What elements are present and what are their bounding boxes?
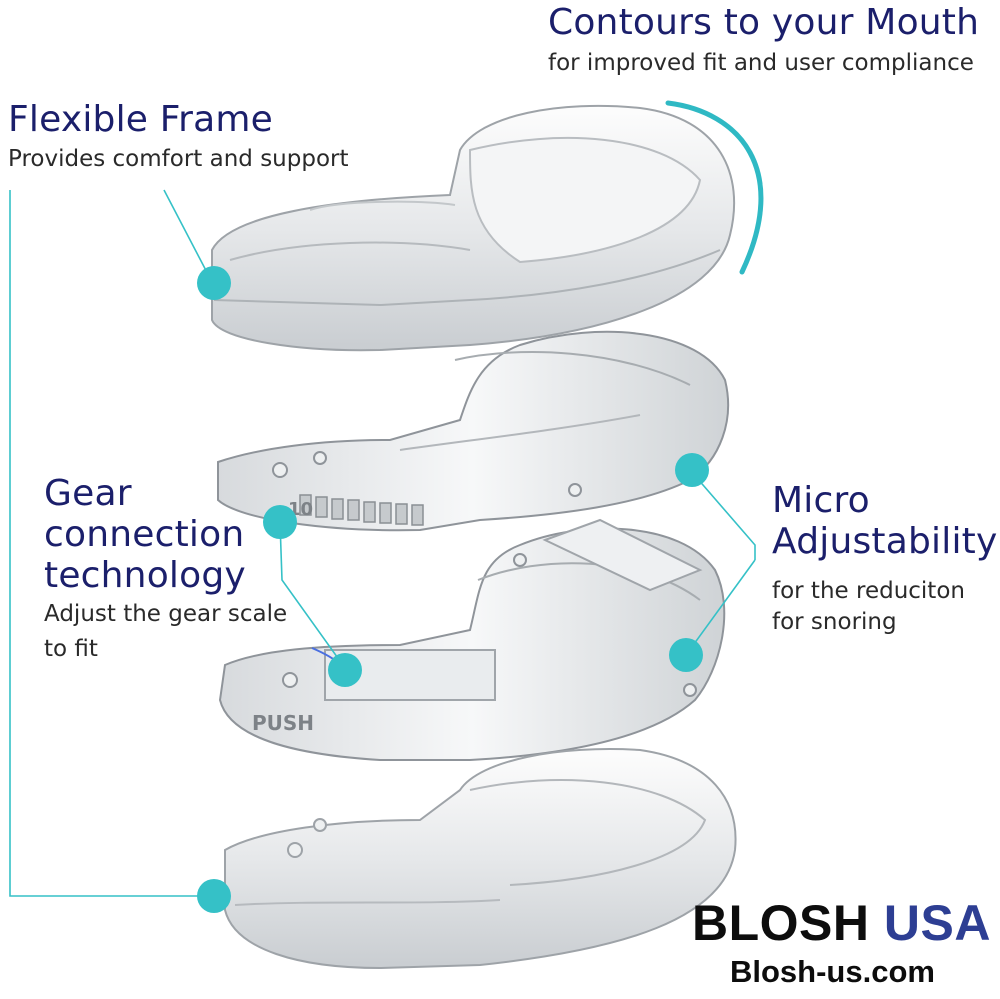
upper-tray xyxy=(211,104,736,352)
tray-engraving-push: PUSH xyxy=(252,711,314,735)
micro-title-line-2: Adjustability xyxy=(772,521,998,562)
contours-subtitle: for improved fit and user compliance xyxy=(548,50,974,76)
contours-title: Contours to your Mouth xyxy=(548,2,980,43)
gear-subtitle-line-2: to fit xyxy=(44,636,98,662)
gear-subtitle-line-1: Adjust the gear scale xyxy=(44,601,288,627)
gear-plate: 10 xyxy=(217,330,730,532)
dot-flexible-frame xyxy=(197,266,231,300)
dot-gear-upper xyxy=(263,505,297,539)
brand-name: BLOSH xyxy=(692,895,870,951)
micro-title-line-1: Micro xyxy=(772,480,870,521)
dot-micro-lower xyxy=(669,638,703,672)
lower-gear-plate: PUSH xyxy=(218,518,726,761)
flexible-frame-title: Flexible Frame xyxy=(8,99,273,140)
flexible-frame-subtitle: Provides comfort and support xyxy=(8,146,349,172)
brand-logo: BLOSH USA xyxy=(692,895,991,951)
callout-dots xyxy=(197,266,709,913)
dot-gear-lower xyxy=(328,653,362,687)
gear-title-line-1: Gear xyxy=(44,473,132,514)
brand-region: USA xyxy=(883,895,991,951)
micro-subtitle-line-2: for snoring xyxy=(772,609,897,635)
contour-arc xyxy=(665,100,764,275)
micro-subtitle-line-1: for the reduciton xyxy=(772,578,965,604)
gear-title-line-2: connection xyxy=(44,514,245,555)
gear-title-line-3: technology xyxy=(44,555,246,596)
callout-lines xyxy=(9,189,756,897)
bottom-tray xyxy=(224,748,737,970)
dot-bottom-frame xyxy=(197,879,231,913)
brand-url[interactable]: Blosh-us.com xyxy=(730,954,935,989)
dot-micro-upper xyxy=(675,453,709,487)
